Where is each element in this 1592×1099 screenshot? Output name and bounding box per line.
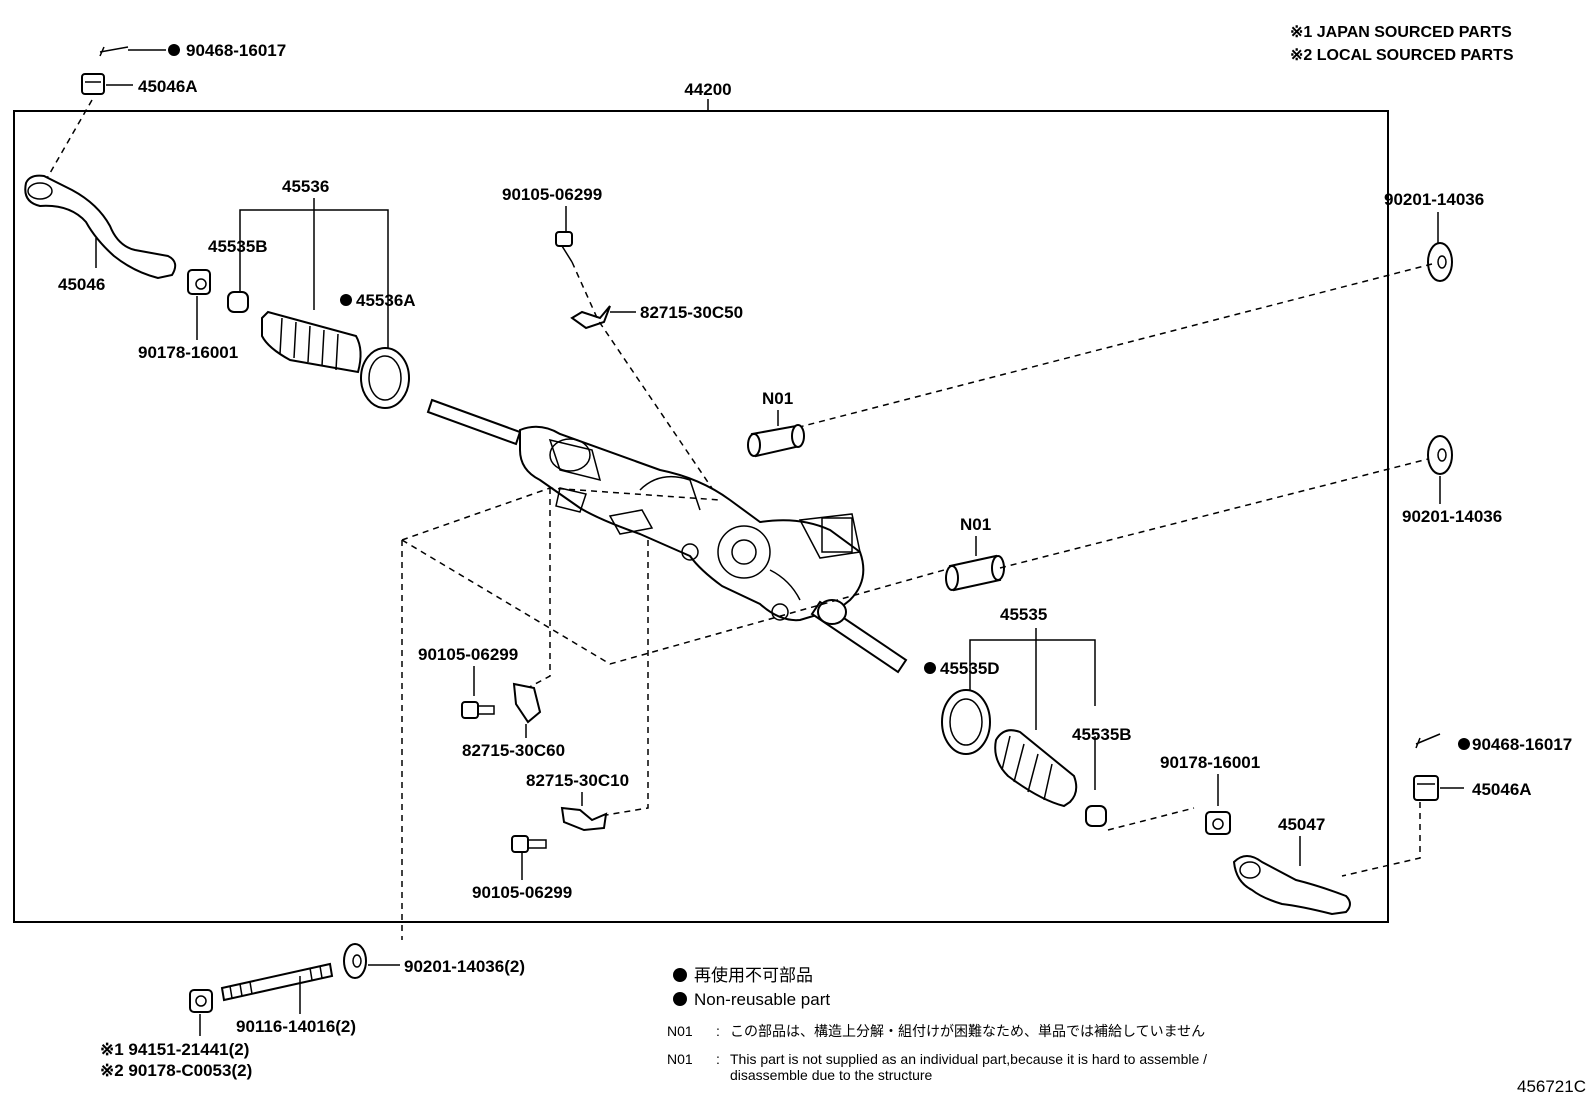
legend-non-reusable-jp: 再使用不可部品 [694,965,813,985]
legend-colon-en: : [716,1051,720,1067]
bolt-mid [461,701,495,719]
boot-clamp-right [941,689,991,755]
label-90105-06299-top: 90105-06299 [502,185,602,204]
label-90201-14036-mid: 90201-14036 [1402,507,1502,526]
dash-line-nut-to-tierod-left [45,99,93,181]
japan-sourced-note: ※1 JAPAN SOURCED PARTS [1290,24,1512,41]
bracket-82715-30C60 [512,682,542,724]
dash-line-clamp-to-nut-right [1107,807,1195,831]
label-90116-14016: 90116-14016(2) [236,1017,356,1036]
castle-nut-left [81,73,133,95]
bolt-top [555,231,573,263]
washer-mid-right [1427,435,1453,475]
label-45046A-top: 45046A [138,77,198,96]
label-90201-14036-top: 90201-14036 [1384,190,1484,209]
bracket-45535 [969,628,1096,790]
dash-line-washer-top [779,263,1433,433]
legend-n01-code-en: N01 [667,1051,693,1067]
non-reusable-dot-45536A [340,294,352,306]
boot-clamp-left [360,347,410,409]
label-45046: 45046 [58,275,105,294]
label-45046A-right: 45046A [1472,780,1532,799]
label-44200: 44200 [684,80,731,99]
dash-line-bracket-30C10 [599,540,649,817]
label-45536: 45536 [282,177,329,196]
bolt-low [511,835,547,853]
label-90468-16017-top: 90468-16017 [186,41,286,60]
bracket-82715-30C50 [570,305,611,330]
label-90178-16001-right: 90178-16001 [1160,753,1260,772]
clamp-small-right [1085,805,1107,827]
label-82715-30C60: 82715-30C60 [462,741,565,760]
bracket-82715-30C10 [560,806,608,832]
assembly-frame [13,110,1389,923]
washer-bottom [343,943,367,979]
nut-right [1205,811,1231,835]
label-90468-16017-right: 90468-16017 [1472,735,1572,754]
dash-line-nut-to-tierod-right [1341,802,1421,877]
legend-dot-en [673,992,687,1006]
castle-nut-right [1413,775,1464,801]
clamp-small-left [227,291,249,313]
label-N01-mid: N01 [960,515,991,534]
mounting-stud-bolt [220,962,334,1002]
label-90105-06299-low: 90105-06299 [472,883,572,902]
label-45535: 45535 [1000,605,1047,624]
inner-tie-rod-right [810,599,908,674]
label-45535B-left: 45535B [208,237,268,256]
legend-colon-jp: : [716,1023,720,1039]
legend-n01-note-en-line1: This part is not supplied as an individu… [730,1051,1207,1067]
local-sourced-note: ※2 LOCAL SOURCED PARTS [1290,47,1514,64]
legend-n01-note-jp: この部品は、構造上分解・組付けが困難なため、単品では補給していません [730,1023,1205,1039]
legend-n01-note-en-line2: disassemble due to the structure [730,1067,933,1083]
dash-line-lower-loop [401,539,945,665]
legend-dot-jp [673,968,687,982]
bracket-45536 [239,198,389,348]
nut-left [187,269,211,295]
steering-boot-left [261,310,362,374]
inner-tie-rod-left [426,398,522,446]
label-90201-14036-bottom: 90201-14036(2) [404,957,525,976]
dash-line-bracket-30C60 [523,488,551,691]
cotter-pin-left [99,44,180,57]
label-82715-30C50: 82715-30C50 [640,303,743,322]
steering-gear-housing [519,425,865,622]
label-94151-21441: ※1 94151-21441(2) [100,1040,249,1059]
label-45047: 45047 [1278,815,1325,834]
figure-id: 456721C [1517,1077,1586,1096]
cotter-pin-right [1415,733,1470,750]
dash-line-washer-mid [999,457,1433,569]
label-N01-top: N01 [762,389,793,408]
label-45536A: 45536A [356,291,416,310]
legend-non-reusable-en: Non-reusable part [694,990,830,1009]
legend-n01-code-jp: N01 [667,1023,693,1039]
tie-rod-end-left [24,174,177,280]
steering-boot-right [994,729,1078,808]
label-45535D: 45535D [940,659,1000,678]
bushing-N01-mid [945,554,1005,592]
non-reusable-dot-45535D [924,662,936,674]
label-82715-30C10: 82715-30C10 [526,771,629,790]
washer-top-right [1427,242,1453,282]
tie-rod-end-right [1232,855,1351,916]
label-90178-C0053: ※2 90178-C0053(2) [100,1061,252,1080]
label-90105-06299-mid: 90105-06299 [418,645,518,664]
bushing-N01-top [747,424,805,458]
label-45535B-right: 45535B [1072,725,1132,744]
flange-nut-bottom [189,989,213,1013]
label-90178-16001-left: 90178-16001 [138,343,238,362]
